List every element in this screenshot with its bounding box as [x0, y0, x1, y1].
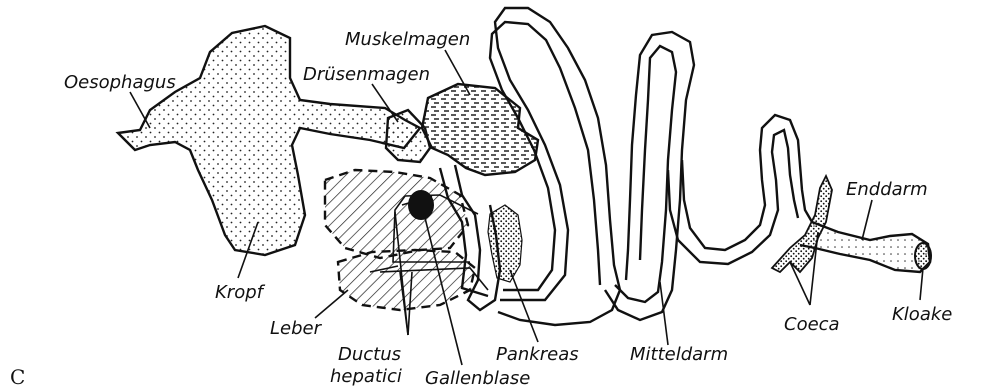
- label-mitteldarm: Mitteldarm: [630, 344, 728, 365]
- label-oesophagus: Oesophagus: [64, 72, 176, 93]
- cloaca-shape: [915, 243, 931, 269]
- panel-letter: C: [10, 365, 25, 389]
- liver-lower-lobe: [338, 250, 475, 310]
- label-druesenmagen: Drüsenmagen: [303, 64, 430, 85]
- leader-leber: [315, 290, 348, 318]
- leader-pankreas: [510, 270, 538, 342]
- leader-enddarm: [862, 200, 872, 240]
- label-muskelmagen: Muskelmagen: [345, 29, 470, 50]
- midgut-coil-2-inner: [615, 46, 676, 302]
- midgut-coil-3-outer: [682, 115, 812, 250]
- pancreas-shape: [488, 205, 522, 282]
- label-ductus-line1: Ductus: [338, 344, 401, 365]
- label-pankreas: Pankreas: [496, 344, 579, 365]
- midgut-coil-3-inner: [668, 130, 798, 264]
- label-enddarm: Enddarm: [846, 179, 928, 200]
- leader-oesophagus: [130, 92, 150, 128]
- liver-upper-lobe: [325, 170, 468, 258]
- label-kloake: Kloake: [892, 304, 952, 325]
- label-coeca: Coeca: [784, 314, 840, 335]
- label-gallenblase: Gallenblase: [425, 368, 530, 389]
- gallbladder-shape: [408, 190, 434, 220]
- label-ductus-line2: hepatici: [330, 366, 402, 387]
- label-leber: Leber: [270, 318, 323, 339]
- label-kropf: Kropf: [215, 282, 266, 303]
